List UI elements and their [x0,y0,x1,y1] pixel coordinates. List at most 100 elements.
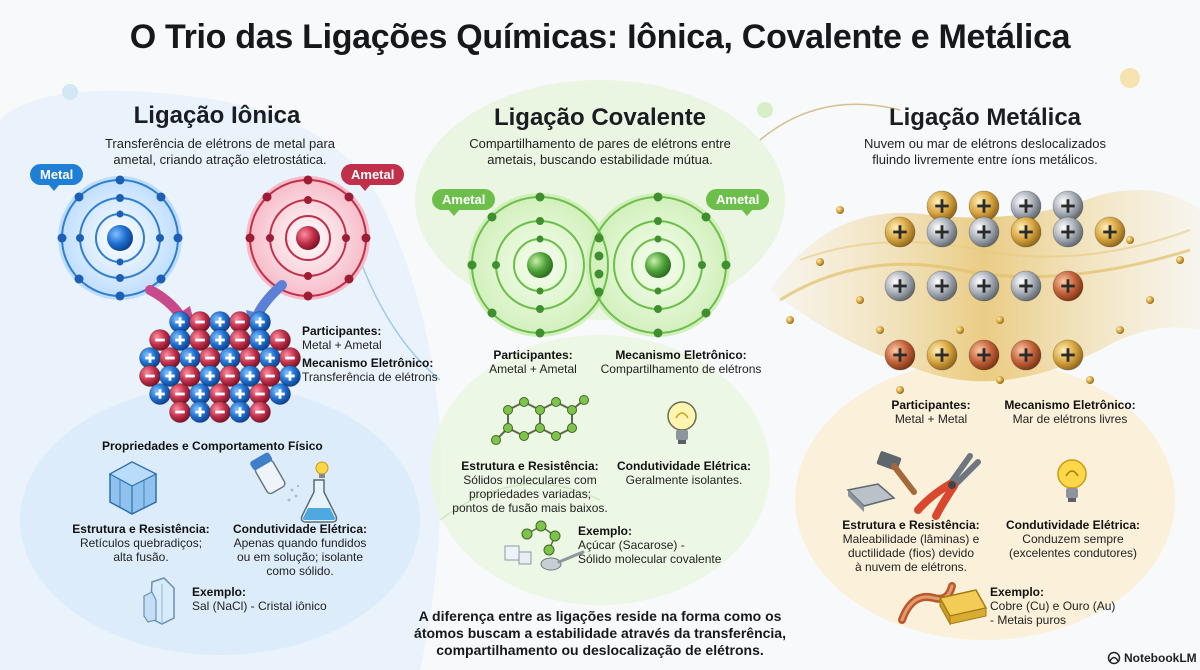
flask-icon [300,479,338,523]
ionic-example-label: Exemplo: [192,585,247,599]
nonmetal-tag: Ametal [341,164,405,191]
covalent-participants-label: Participantes: [493,348,573,362]
metal-ion [884,216,916,248]
covalent-mechanism: Mecanismo Eletrônico: Compartilhamento d… [596,348,766,376]
anion [179,365,201,387]
ionic-conductivity-line2: ou em solução; isolante [236,550,364,564]
covalent-mechanism-label: Mecanismo Eletrônico: [615,348,747,362]
page-title: O Trio das Ligações Químicas: Iônica, Co… [129,18,1071,56]
free-electron [996,316,1004,324]
covalent-conductivity-label: Condutividade Elétrica: [616,459,752,473]
free-electron [896,386,904,394]
metal-ion [968,339,1000,371]
metal-ion [884,339,916,371]
covalent-participants-value: Ametal + Ametal [489,362,577,376]
molecule-icon [491,395,589,445]
metal-ion [968,270,1000,302]
metal-ion [968,216,1000,248]
lightbulb-icon [1057,459,1087,502]
metal-atom [57,175,183,301]
metal-ion [1052,339,1084,371]
anion [139,365,161,387]
metallic-example-line2: - Metais puros [990,613,1067,627]
ionic-mechanism-label: Mecanismo Eletrônico: [302,356,434,370]
cation [239,365,261,387]
metal-ion [1010,216,1042,248]
nonmetal-atom [245,175,371,301]
pliers-icon [914,453,981,520]
metal-ion [1010,339,1042,371]
ionic-subtitle-line2: ametal, criando atração eletrostática. [113,152,327,167]
covalent-structure-label: Estrutura e Resistência: [461,459,599,473]
metallic-participants-value: Metal + Metal [894,412,968,426]
metal-ion [1052,216,1084,248]
cation [169,329,191,351]
metallic-structure-line2: ductilidade (fios) devido [847,546,975,560]
ionic-structure-line1: Retículos quebradiços; [79,536,203,550]
summary-line3: compartilhamento ou deslocalização de el… [436,642,764,658]
anion [209,401,231,423]
free-electron [786,316,794,324]
metallic-conductivity: Condutividade Elétrica: Conduzem sempre … [1000,518,1146,560]
ionic-conductivity-line1: Apenas quando fundidos [233,536,367,550]
metallic-subtitle: Nuvem ou mar de elétrons deslocalizados … [830,136,1140,168]
metal-ion [926,190,958,222]
ionic-conductivity-line3: como sólido. [266,564,334,578]
covalent-title: Ligação Covalente [493,104,707,131]
salt-crystal-icon [143,577,175,625]
covalent-conductivity: Condutividade Elétrica: Geralmente isola… [614,459,754,487]
metallic-structure-line1: Maleabilidade (lâminas) e [842,532,980,546]
notebooklm-logo-icon [1107,651,1121,665]
ionic-conductivity: Condutividade Elétrica: Apenas quando fu… [226,522,374,578]
anion [219,365,241,387]
covalent-structure-line2: propriedades variadas; [468,487,592,501]
ionic-crystal-lattice [139,311,301,423]
covalent-example-line1: Açúcar (Sacarose) - [578,538,685,552]
ionic-participants: Participantes: Metal + Ametal [302,324,452,352]
metallic-subtitle-line2: fluindo livremente entre íons metálicos. [872,152,1098,167]
covalent-example: Exemplo: Açúcar (Sacarose) - Sólido mole… [578,524,748,566]
metal-ion [1052,270,1084,302]
covalent-mechanism-value: Compartilhamento de elétrons [600,362,762,376]
cation [279,365,301,387]
metallic-participants: Participantes: Metal + Metal [866,398,996,426]
covalent-subtitle-line1: Compartilhamento de pares de elétrons en… [469,136,731,151]
covalent-example-label: Exemplo: [578,524,633,538]
metal-ion [1010,270,1042,302]
anion [259,365,281,387]
anion [149,329,171,351]
ionic-example-value: Sal (NaCl) - Cristal iônico [192,599,327,613]
free-electron [836,206,844,214]
lightbulb-icon [667,401,697,444]
ionic-participants-label: Participantes: [302,324,382,338]
anion [169,401,191,423]
ionic-conductivity-label: Condutividade Elétrica: [232,522,368,536]
covalent-atom-pair [467,192,731,338]
salt-shaker-icon [250,452,286,495]
cation [199,365,221,387]
ionic-subtitle-line1: Transferência de elétrons de metal para [104,136,336,151]
metal-ion-lattice [786,190,1184,394]
free-electron [1126,236,1134,244]
anion [249,401,271,423]
covalent-example-line2: Sólido molecular covalente [578,552,722,566]
cation [269,383,291,405]
metallic-example: Exemplo: Cobre (Cu) e Ouro (Au) - Metais… [990,585,1140,627]
cation [149,383,171,405]
metallic-mechanism-label: Mecanismo Eletrônico: [1004,398,1136,412]
cation [209,329,231,351]
ionic-mechanism: Mecanismo Eletrônico: Transferência de e… [302,356,452,384]
ionic-example: Exemplo: Sal (NaCl) - Cristal iônico [192,585,372,613]
ionic-title: Ligação Iônica [133,102,301,129]
summary-note: A diferença entre as ligações reside na … [410,608,790,659]
hammer-icon [846,451,917,512]
sugar-spoon-icon [504,520,585,571]
metallic-mechanism: Mecanismo Eletrônico: Mar de elétrons li… [990,398,1150,426]
nonmetal-tag-right: Ametal [706,189,770,216]
brand-label: NotebookLM [1124,651,1197,665]
metal-ion [926,270,958,302]
covalent-subtitle-line2: ametais, buscando estabilidade mútua. [487,152,713,167]
ionic-structure-line2: alta fusão. [113,550,169,564]
metallic-conductivity-line2: (excelentes condutores) [1008,546,1138,560]
